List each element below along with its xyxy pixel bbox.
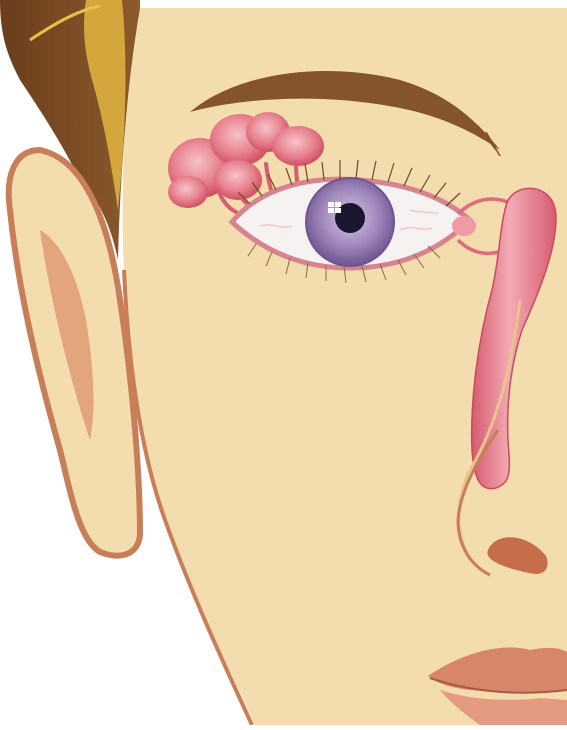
caruncle	[452, 216, 476, 236]
pupil	[335, 203, 365, 233]
